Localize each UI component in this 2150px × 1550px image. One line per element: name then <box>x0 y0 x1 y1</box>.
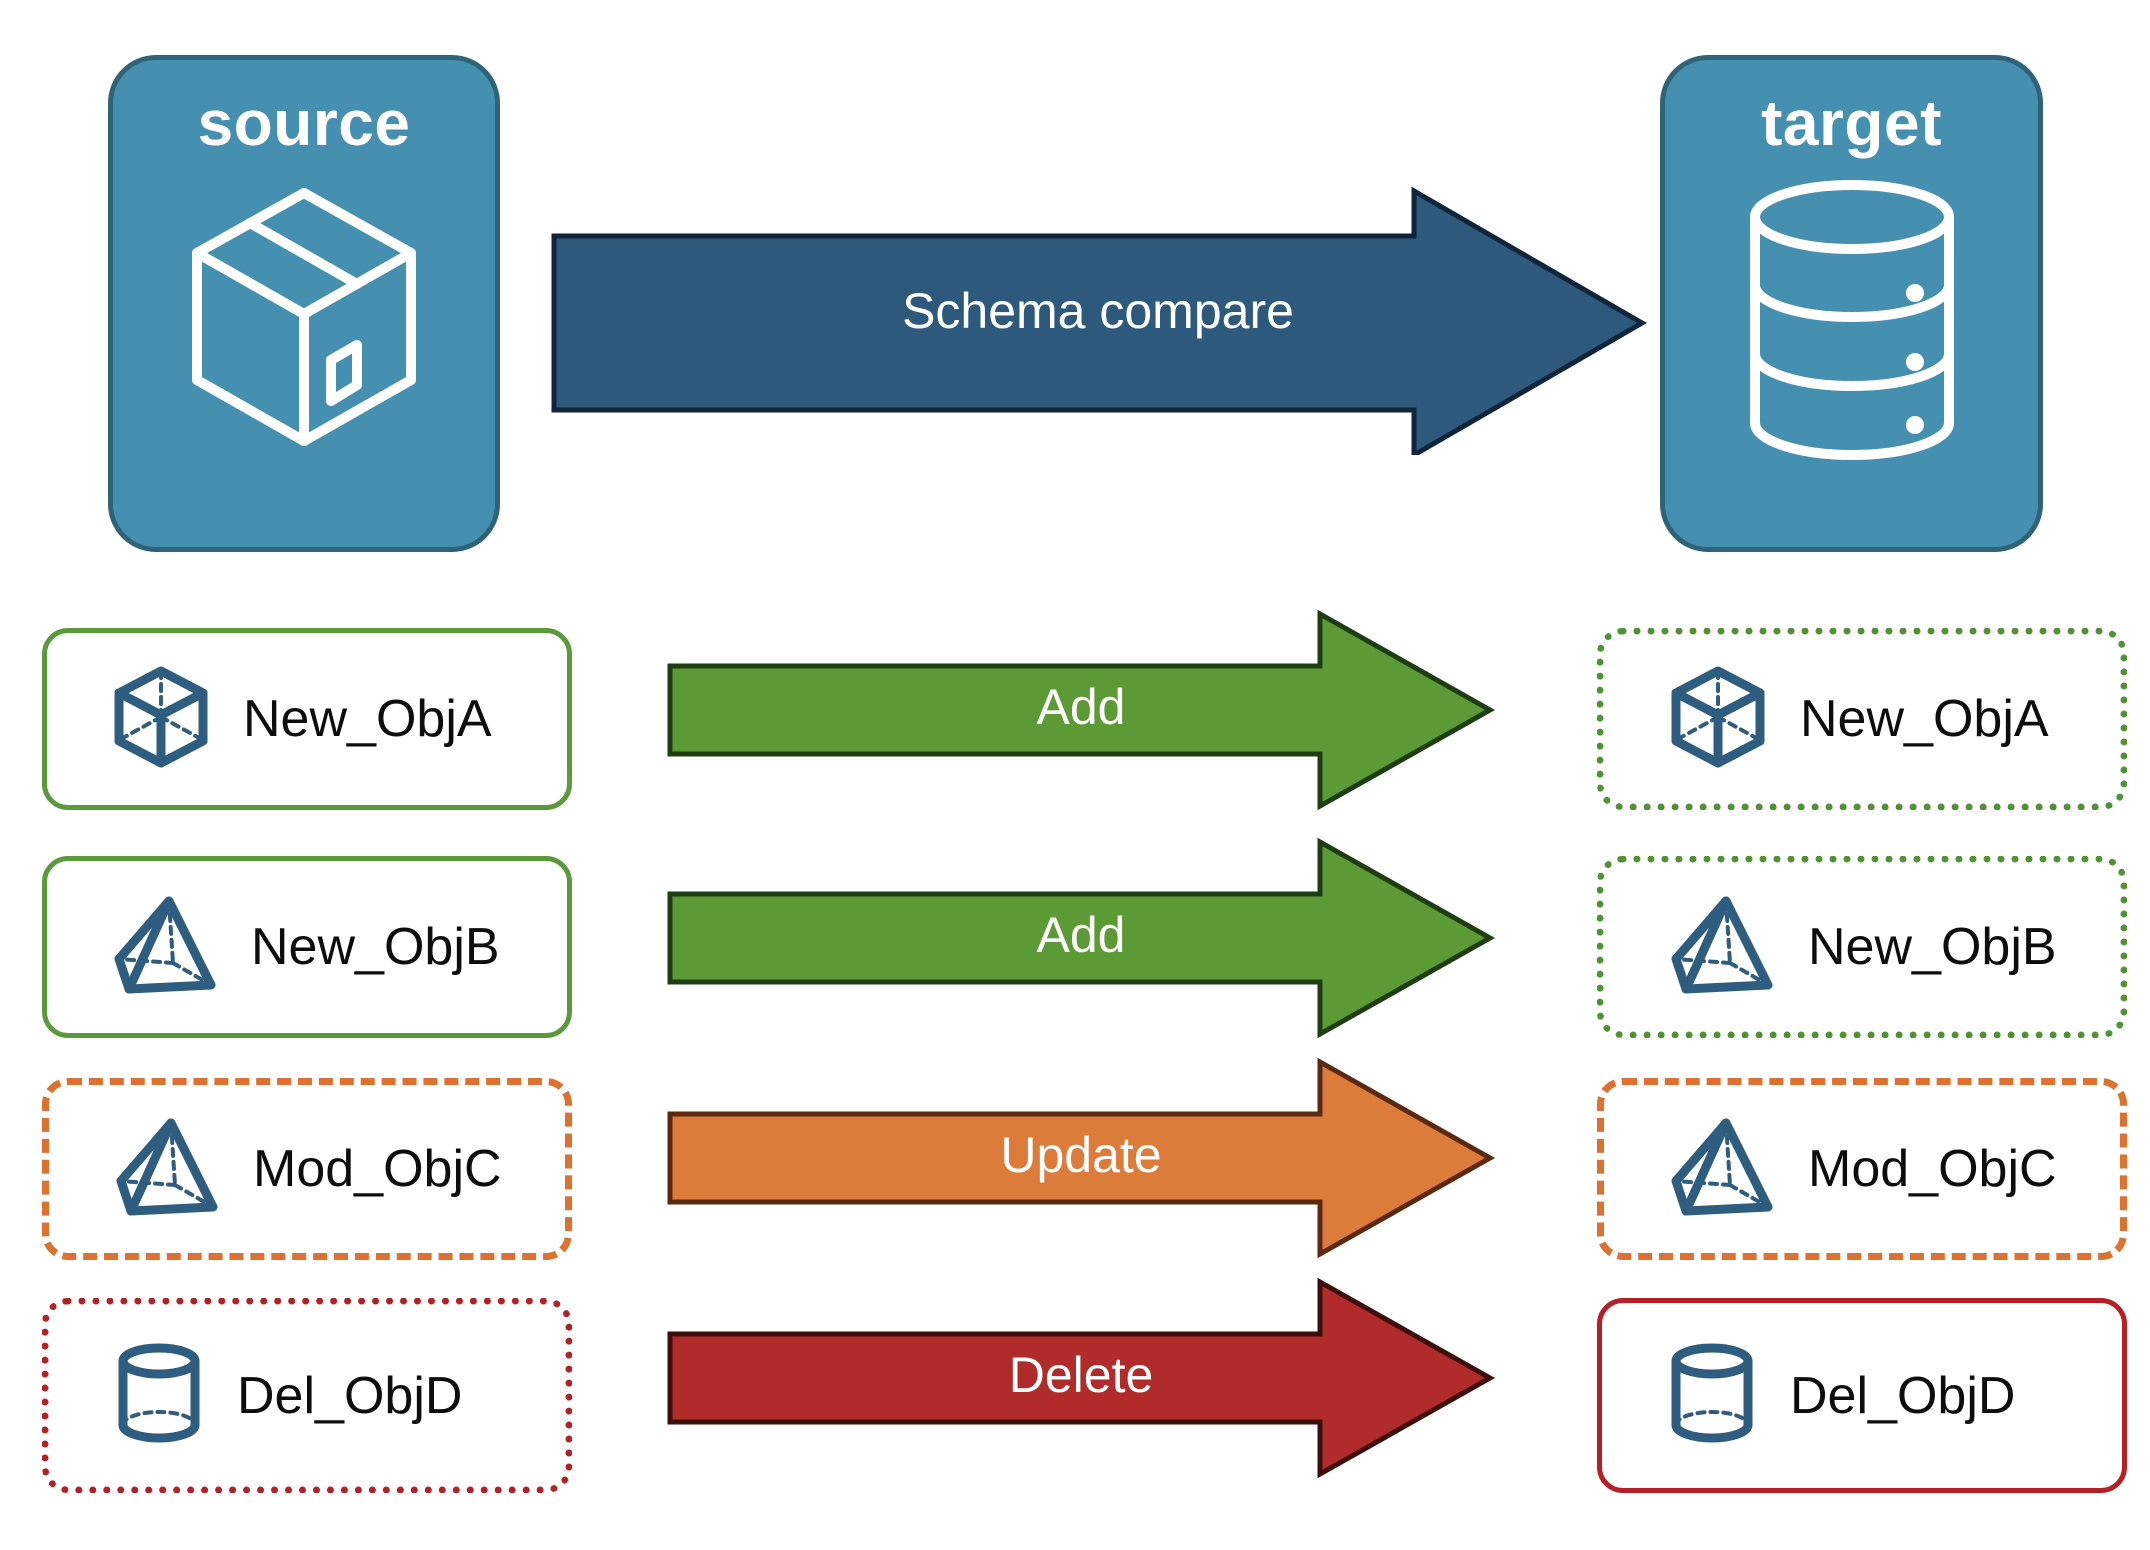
source-object-card[interactable]: New_ObjB <box>42 856 572 1038</box>
source-object-card[interactable]: Del_ObjD <box>42 1298 572 1493</box>
action-arrow-add-b[interactable]: Add <box>666 838 1496 1038</box>
cylinder-wireframe-icon <box>1668 1341 1756 1450</box>
source-object-label: New_ObjA <box>243 690 492 748</box>
pyramid-wireframe-icon <box>115 1115 219 1224</box>
package-box-icon <box>179 175 429 470</box>
pyramid-wireframe-icon <box>1670 893 1774 1002</box>
action-arrow-delete-d[interactable]: Delete <box>666 1278 1496 1478</box>
target-object-label: New_ObjA <box>1800 690 2049 748</box>
target-object-card[interactable]: Mod_ObjC <box>1597 1078 2127 1260</box>
action-arrow-update-c[interactable]: Update <box>666 1058 1496 1258</box>
target-object-card[interactable]: New_ObjB <box>1597 856 2127 1038</box>
source-object-label: Mod_ObjC <box>253 1140 502 1198</box>
source-panel[interactable]: source <box>108 55 500 552</box>
target-object-label: New_ObjB <box>1808 918 2057 976</box>
target-object-card[interactable]: New_ObjA <box>1597 628 2127 810</box>
source-object-label: New_ObjB <box>251 918 500 976</box>
pyramid-wireframe-icon <box>1670 1115 1774 1224</box>
action-arrow-add-a[interactable]: Add <box>666 610 1496 810</box>
source-object-card[interactable]: Mod_ObjC <box>42 1078 572 1260</box>
database-cylinder-icon <box>1737 175 1967 470</box>
cube-wireframe-icon <box>1670 665 1766 774</box>
schema-compare-arrow[interactable]: Schema compare <box>548 185 1648 455</box>
target-object-label: Del_ObjD <box>1790 1366 2016 1425</box>
cube-wireframe-icon <box>113 665 209 774</box>
target-panel[interactable]: target <box>1660 55 2043 552</box>
source-object-label: Del_ObjD <box>237 1366 463 1425</box>
target-object-card[interactable]: Del_ObjD <box>1597 1298 2127 1493</box>
source-object-card[interactable]: New_ObjA <box>42 628 572 810</box>
cylinder-wireframe-icon <box>115 1341 203 1450</box>
target-object-label: Mod_ObjC <box>1808 1140 2057 1198</box>
pyramid-wireframe-icon <box>113 893 217 1002</box>
target-panel-title: target <box>1761 87 1942 159</box>
source-panel-title: source <box>197 87 411 159</box>
